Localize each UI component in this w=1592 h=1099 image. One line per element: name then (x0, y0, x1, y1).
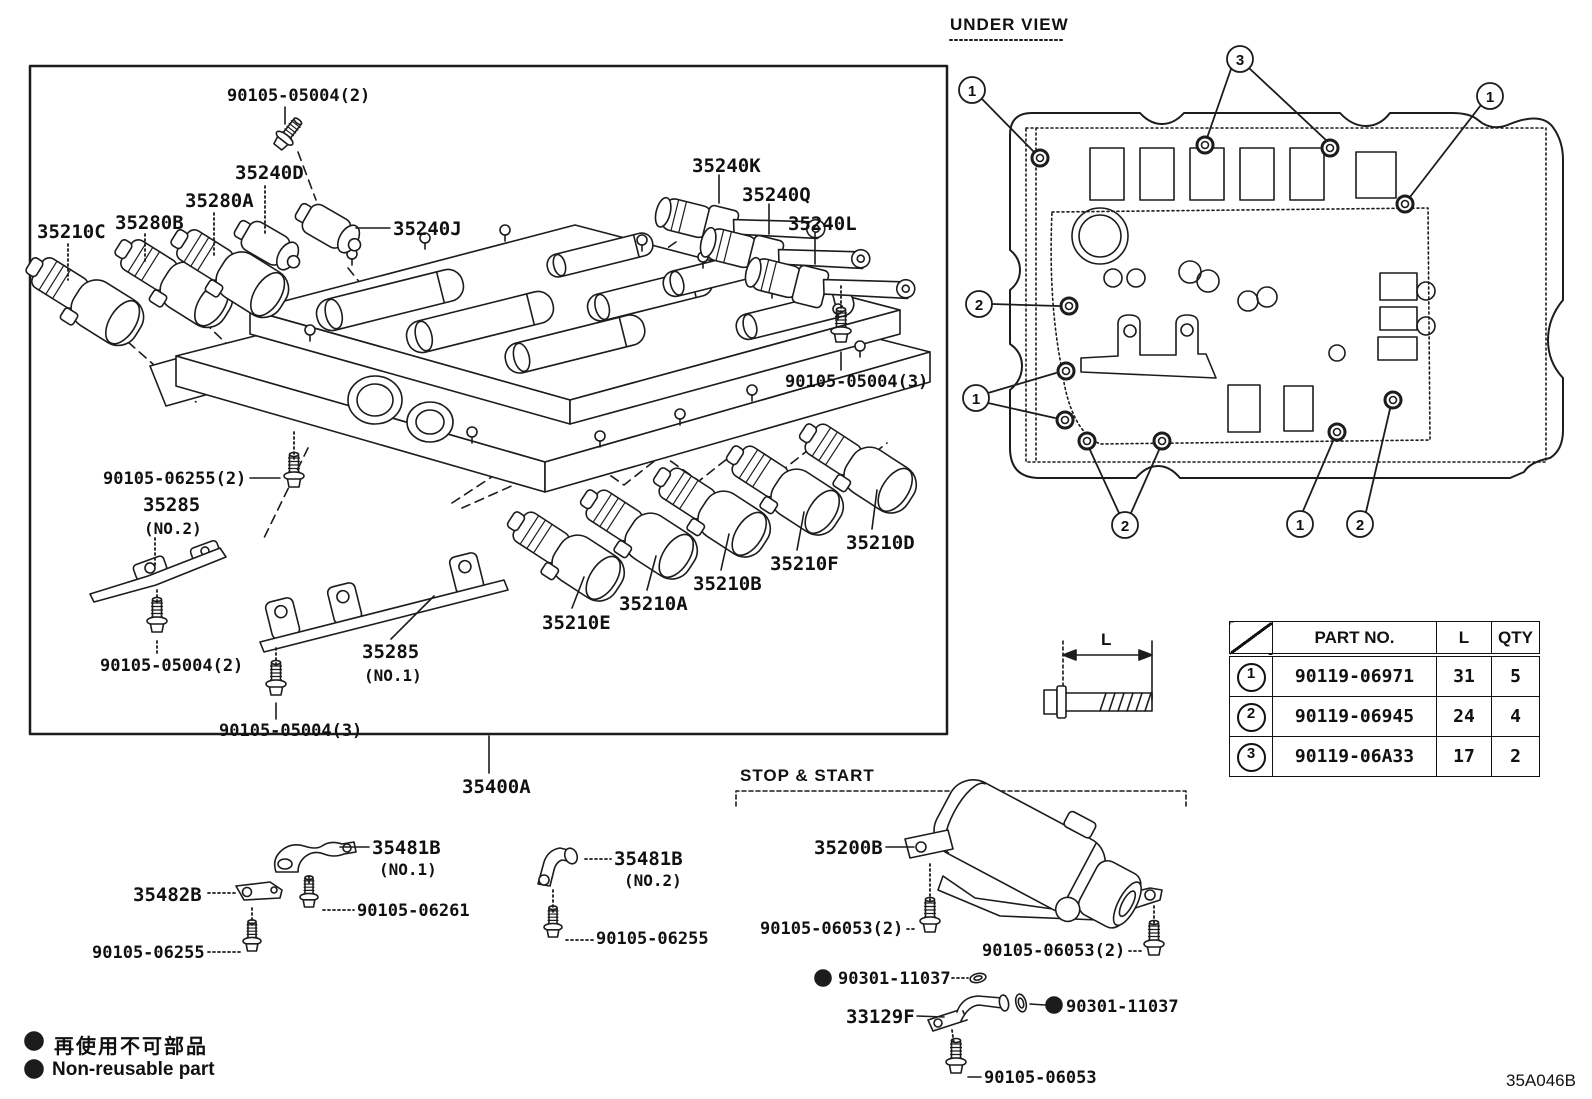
table-diagonal-cell (1229, 621, 1273, 657)
main-leaders (68, 107, 877, 773)
label-35210e: 35210E (542, 612, 611, 634)
table-row: 2 90119-06945 24 4 (1229, 696, 1540, 737)
label-35240k: 35240K (692, 155, 761, 177)
non-reusable-dot-left (815, 970, 831, 986)
table-callout-3: 3 (1236, 742, 1266, 772)
callout-1-bottom: 1 (1296, 517, 1304, 534)
label-35210f: 35210F (770, 553, 839, 575)
table-part-no: 90119-06971 (1272, 654, 1437, 697)
valve-body-plate (150, 224, 930, 492)
label-90105-06053-2-left: 90105-06053(2) (760, 919, 904, 939)
table-row: 3 90119-06A33 17 2 (1229, 736, 1540, 777)
label-90105-06255-left: 90105-06255 (92, 943, 205, 963)
callout-2-bottom-right: 2 (1356, 517, 1364, 534)
screw-06053-right (1143, 919, 1165, 956)
label-35240q: 35240Q (742, 184, 811, 206)
table-callout-2: 2 (1236, 702, 1266, 732)
table-l-value: 31 (1436, 654, 1492, 697)
dimension-l-label: L (1101, 630, 1112, 649)
table-l-value: 24 (1436, 696, 1492, 737)
fastener-table: PART NO. L QTY 1 90119-06971 31 5 2 9011… (1229, 621, 1540, 777)
label-35200b: 35200B (814, 837, 883, 859)
label-35481b-no1-sub: (NO.1) (379, 860, 437, 879)
label-35210c: 35210C (37, 221, 106, 243)
table-part-no: 90119-06945 (1272, 696, 1437, 737)
label-35240j: 35240J (393, 218, 462, 240)
screw-06053-left (919, 896, 941, 933)
label-35400a: 35400A (462, 776, 531, 798)
label-90105-06053-2-right: 90105-06053(2) (982, 941, 1126, 961)
screw-06053-bottom (945, 1037, 967, 1074)
label-35482b: 35482B (133, 884, 202, 906)
bolt-length-diagram (1044, 641, 1152, 718)
bracket-group-bottom-left (208, 842, 611, 952)
callout-1-left: 1 (972, 391, 980, 408)
label-35240d: 35240D (235, 162, 304, 184)
table-l-value: 17 (1436, 736, 1492, 777)
label-90301-11037-left: 90301-11037 (838, 969, 951, 989)
stop-start-drawing (736, 757, 1186, 1077)
legend-text-en: Non-reusable part (52, 1059, 215, 1080)
table-header-qty: QTY (1491, 621, 1540, 657)
label-35280b: 35280B (115, 212, 184, 234)
label-90105-05004-3-right: 90105-05004(3) (785, 372, 929, 392)
callout-2-bottom: 2 (1121, 518, 1129, 535)
label-33129f: 33129F (846, 1006, 915, 1028)
main-assembly-drawing (12, 66, 947, 773)
label-35210d: 35210D (846, 532, 915, 554)
callout-2-left: 2 (975, 297, 983, 314)
stop-start-title: STOP & START (740, 766, 875, 785)
label-90105-05004-3-bottom: 90105-05004(3) (219, 721, 363, 741)
label-90105-06255-2: 90105-06255(2) (103, 469, 247, 489)
under-view-drawing: 1 3 1 2 1 2 1 2 (950, 40, 1563, 538)
drawing-code: 35A046B (1506, 1071, 1576, 1090)
label-35240l: 35240L (788, 213, 857, 235)
legend-dot-ja (25, 1032, 43, 1050)
callout-1-top-right: 1 (1486, 89, 1494, 106)
rail-35285-no1 (260, 552, 508, 652)
table-header-l: L (1436, 621, 1492, 657)
label-90105-05004-2-bottom: 90105-05004(2) (100, 656, 244, 676)
table-qty-value: 2 (1491, 736, 1540, 777)
rail-35285-no2 (90, 540, 226, 602)
legend-text-ja: 再使用不可部品 (54, 1034, 208, 1058)
callout-1-top-left: 1 (968, 83, 976, 100)
under-view-title: UNDER VIEW (950, 15, 1069, 34)
label-35285-no1: 35285 (362, 641, 420, 663)
label-90105-06053: 90105-06053 (984, 1068, 1097, 1088)
table-callout-1: 1 (1236, 662, 1266, 692)
label-90105-06261: 90105-06261 (357, 901, 470, 921)
label-35481b-no2: 35481B (614, 848, 683, 870)
table-header-part-no: PART NO. (1272, 621, 1437, 657)
label-35285-no1-sub: (NO.1) (364, 666, 422, 685)
non-reusable-dot-right (1046, 997, 1062, 1013)
label-90105-06255-right: 90105-06255 (596, 929, 709, 949)
label-35285-no2-sub: (NO.2) (144, 519, 202, 538)
label-35285-no2: 35285 (143, 494, 201, 516)
table-row: 1 90119-06971 31 5 (1229, 654, 1540, 697)
label-90105-05004-2-top: 90105-05004(2) (227, 86, 371, 106)
label-35210b: 35210B (693, 573, 762, 595)
fastener-table-header: PART NO. L QTY (1229, 621, 1540, 657)
label-35280a: 35280A (185, 190, 254, 212)
screw-05004-top (269, 112, 308, 154)
label-35481b-no2-sub: (NO.2) (624, 871, 682, 890)
legend-dot-en (25, 1060, 43, 1078)
label-35481b-no1: 35481B (372, 837, 441, 859)
table-qty-value: 4 (1491, 696, 1540, 737)
table-part-no: 90119-06A33 (1272, 736, 1437, 777)
accumulator-canister (923, 757, 1162, 948)
label-35210a: 35210A (619, 593, 688, 615)
table-qty-value: 5 (1491, 654, 1540, 697)
under-view-callouts: 1 3 1 2 1 2 1 2 (959, 46, 1503, 538)
label-90301-11037-right: 90301-11037 (1066, 997, 1179, 1017)
callout-3-top: 3 (1236, 52, 1244, 69)
pipe-33129f (928, 994, 1010, 1031)
